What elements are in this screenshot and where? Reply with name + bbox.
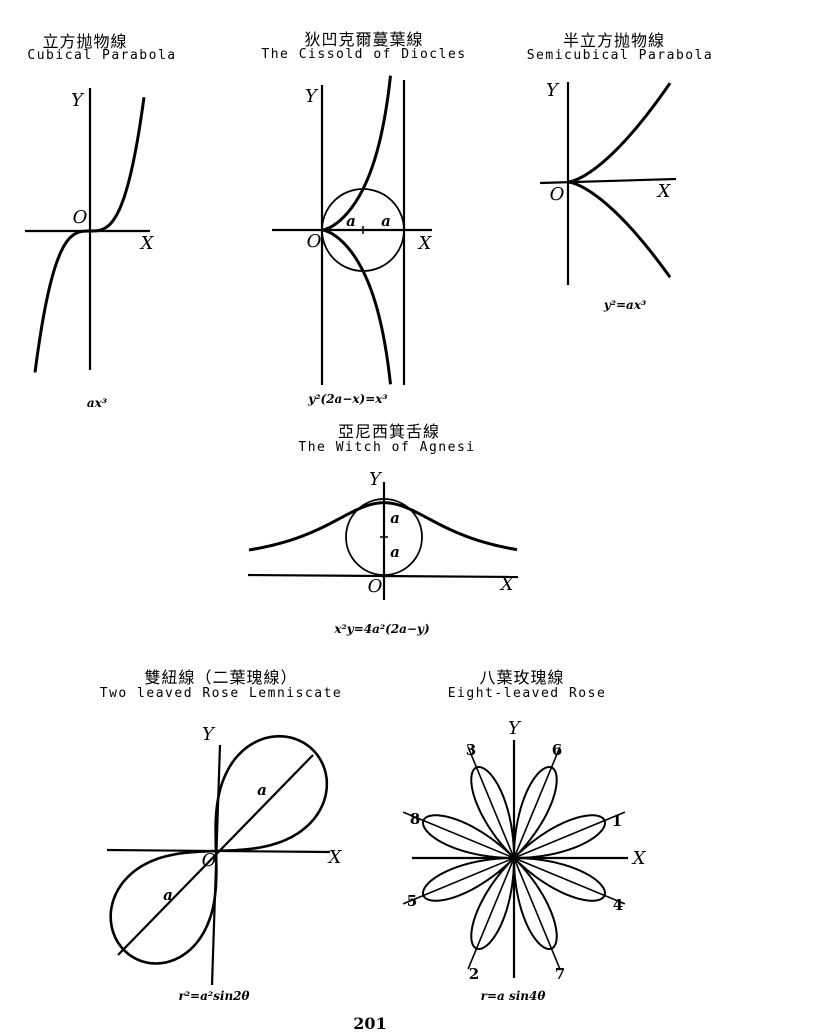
- cissoid-origin-label: O: [306, 231, 322, 252]
- lemniscate-equation: r²=a²sin2θ: [178, 989, 250, 1003]
- cissoid-x-label: X: [418, 233, 432, 254]
- cubical-equation: ax³: [86, 396, 108, 410]
- lemniscate-y-label: Y: [202, 724, 214, 745]
- rose-petal-label-4: 4: [612, 896, 624, 914]
- rose-petal-label-1: 1: [611, 812, 623, 830]
- cubical-parabola-figure: [25, 88, 150, 373]
- lemniscate-origin-label: O: [201, 850, 217, 871]
- cissoid-figure: [272, 75, 432, 385]
- rose-figure: [402, 740, 628, 978]
- rose-title-zh: 八葉玫瑰線: [479, 668, 565, 687]
- semicubical-y-label: Y: [546, 80, 558, 101]
- agnesi-figure: [247, 482, 519, 600]
- agnesi-a-label-lower: a: [390, 543, 400, 561]
- semicubical-title-zh: 半立方抛物線: [562, 31, 666, 50]
- lemniscate-a-label-upper: a: [257, 781, 267, 799]
- cissoid-curve: [322, 75, 392, 385]
- agnesi-circle: [345, 498, 423, 576]
- agnesi-title-zh: 亞尼西箕舌線: [337, 422, 441, 441]
- rose-petal-label-5: 5: [406, 892, 418, 910]
- cissoid-a-label-right: a: [381, 212, 391, 230]
- agnesi-curve: [248, 501, 518, 552]
- cissoid-title-en: The Cissold of Diocles: [261, 47, 467, 62]
- rose-equation: r=a sin4θ: [480, 989, 546, 1003]
- agnesi-origin-label: O: [367, 576, 383, 597]
- semicubical-curve: [567, 82, 672, 279]
- cubical-x-label: X: [140, 233, 154, 254]
- cissoid-title-zh: 狄凹克爾蔓葉線: [304, 30, 424, 49]
- cissoid-equation: y²(2a−x)=x³: [308, 392, 388, 406]
- rose-petal-label-8: 8: [409, 810, 421, 828]
- cissoid-y-label: Y: [305, 86, 317, 107]
- rose-title-en: Eight-leaved Rose: [447, 686, 607, 701]
- semicubical-title-en: Semicubical Parabola: [526, 48, 714, 63]
- rose-petal-label-7: 7: [554, 965, 566, 983]
- agnesi-title-en: The Witch of Agnesi: [298, 440, 476, 455]
- lemniscate-a-label-lower: a: [163, 886, 173, 904]
- semicubical-equation: y²=ax³: [603, 298, 647, 312]
- rose-petal-label-3: 3: [465, 741, 477, 759]
- agnesi-x-axis: [247, 573, 519, 579]
- cubical-parabola-curve: [33, 96, 146, 373]
- cubical-title-zh: 立方抛物線: [42, 32, 128, 51]
- cissoid-a-label-left: a: [346, 212, 356, 230]
- agnesi-x-label: X: [500, 574, 514, 595]
- semicubical-origin-label: O: [549, 184, 565, 205]
- cubical-title-en: Cubical Parabola: [27, 48, 177, 63]
- agnesi-a-label-upper: a: [390, 509, 400, 527]
- lemniscate-curve: [109, 734, 329, 965]
- cubical-y-label: Y: [71, 90, 83, 111]
- rose-petal-axis-line: [402, 811, 626, 905]
- cubical-origin-label: O: [72, 207, 88, 228]
- rose-petal-label-2: 2: [468, 965, 480, 983]
- rose-y-label: Y: [508, 718, 520, 739]
- semicubical-figure: [539, 82, 677, 285]
- semicubical-x-label: X: [657, 181, 671, 202]
- semicubical-x-axis: [539, 177, 677, 185]
- agnesi-equation: x²y=4a²(2a−y): [334, 622, 430, 636]
- lemniscate-title-zh: 雙紐線（二葉瑰線）: [144, 668, 298, 687]
- lemniscate-title-en: Two leaved Rose Lemniscate: [99, 686, 343, 701]
- rose-petal-label-6: 6: [551, 741, 563, 759]
- lemniscate-x-label: X: [328, 847, 342, 868]
- rose-x-label: X: [632, 848, 646, 869]
- lemniscate-figure: [106, 734, 331, 986]
- agnesi-y-label: Y: [369, 469, 381, 490]
